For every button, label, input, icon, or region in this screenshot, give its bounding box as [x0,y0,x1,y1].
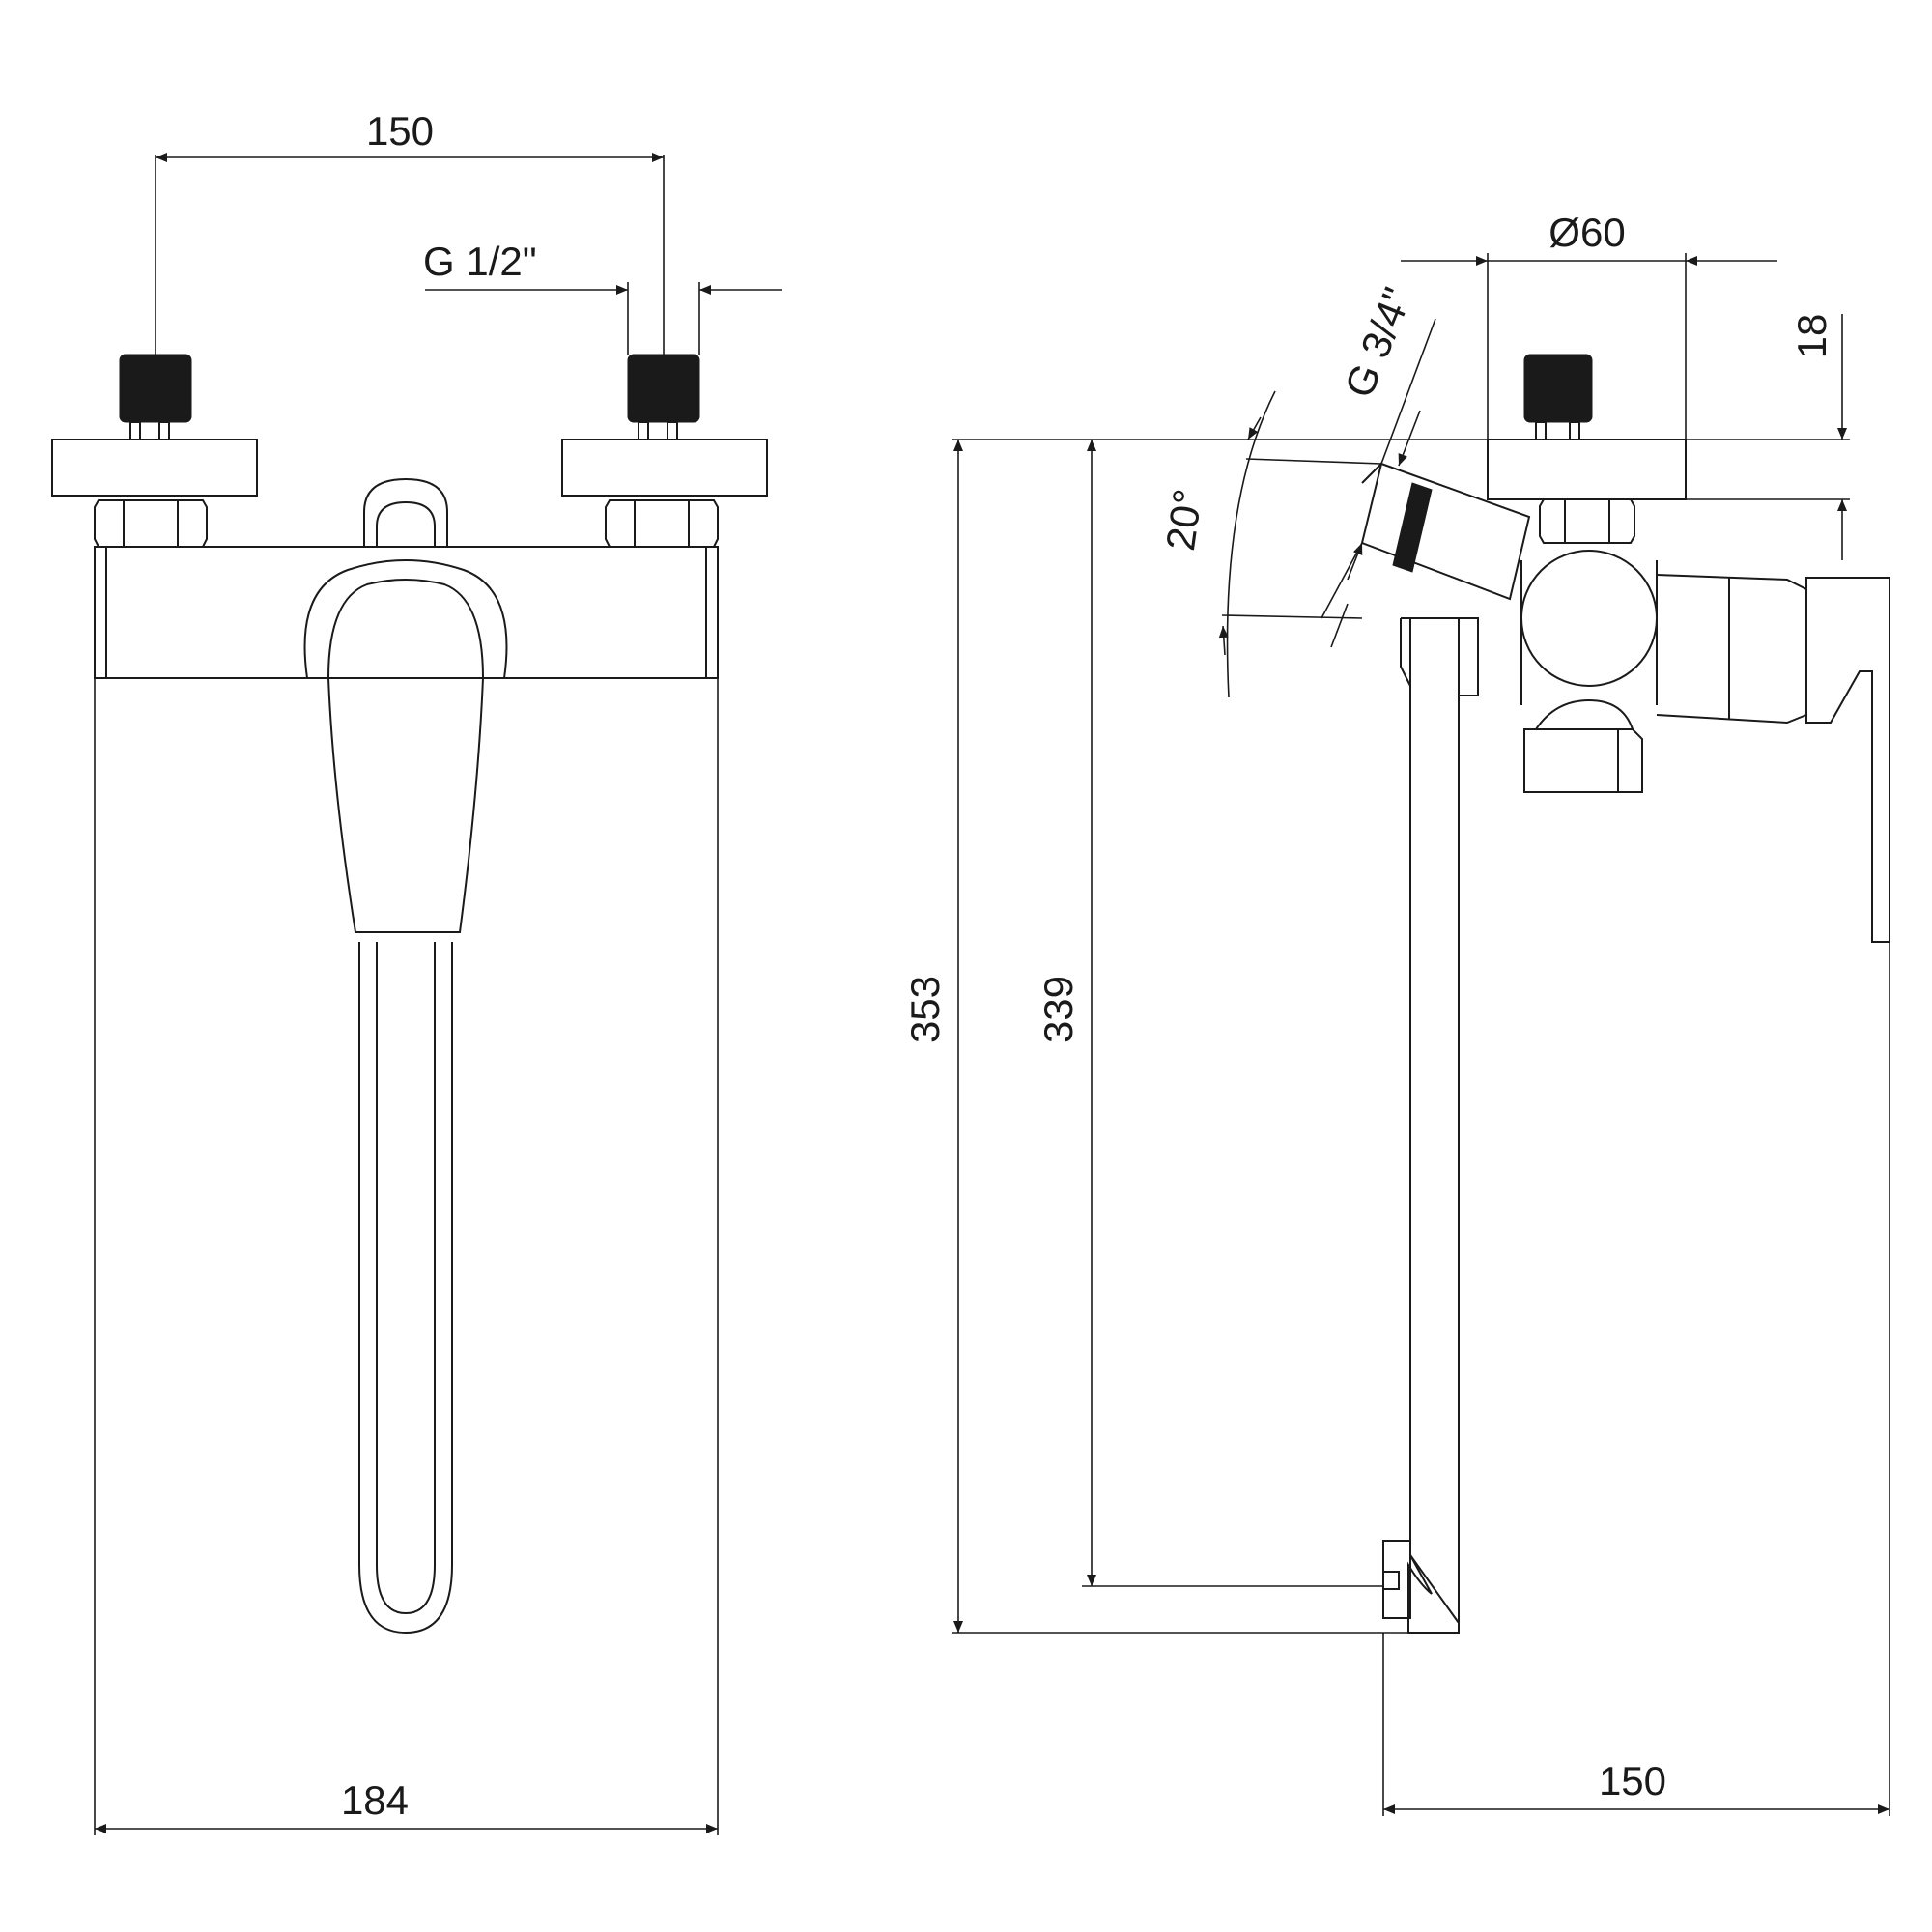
side-spout [1407,617,1460,1634]
side-inlet-connector [1523,354,1593,423]
lever-handle [327,677,484,933]
dim-total-width: 184 [341,1777,409,1823]
spout [358,942,453,1634]
dim-body-diameter: Ø60 [1548,210,1625,255]
side-body-extension [1656,574,1807,724]
dim-spout-height: 339 [1036,976,1081,1043]
front-view: 150 G 1/2" 184 [51,108,782,1835]
dim-angle: 20° [1157,486,1210,553]
aerator [1382,1540,1411,1619]
side-body-circle [1520,550,1658,687]
handle-ring [303,559,508,679]
diverter-knob [1523,728,1643,793]
right-hex-nut [605,499,719,548]
side-view: Ø60 18 G 3/4" 20° 353 339 [902,210,1890,1816]
dim-total-height: 353 [902,976,948,1043]
left-wall-flange [51,439,258,497]
angled-outlet [1360,462,1531,601]
dim-inlet-thread: G 1/2" [423,239,537,284]
dim-outlet-thread: G 3/4" [1336,281,1421,404]
side-hex-nut [1539,498,1635,544]
left-inlet-connector [119,354,192,423]
cartridge-cap [363,477,448,547]
dim-inlet-spacing: 150 [366,108,434,154]
right-inlet-connector [627,354,700,423]
dim-projection: 150 [1599,1758,1666,1804]
mixer-body [94,546,719,679]
side-lever [1805,577,1890,943]
dim-connector-height: 18 [1789,314,1834,359]
left-hex-nut [94,499,208,548]
right-wall-flange [561,439,768,497]
side-wall-flange [1487,439,1687,500]
outlet-thread-band [1392,482,1433,573]
